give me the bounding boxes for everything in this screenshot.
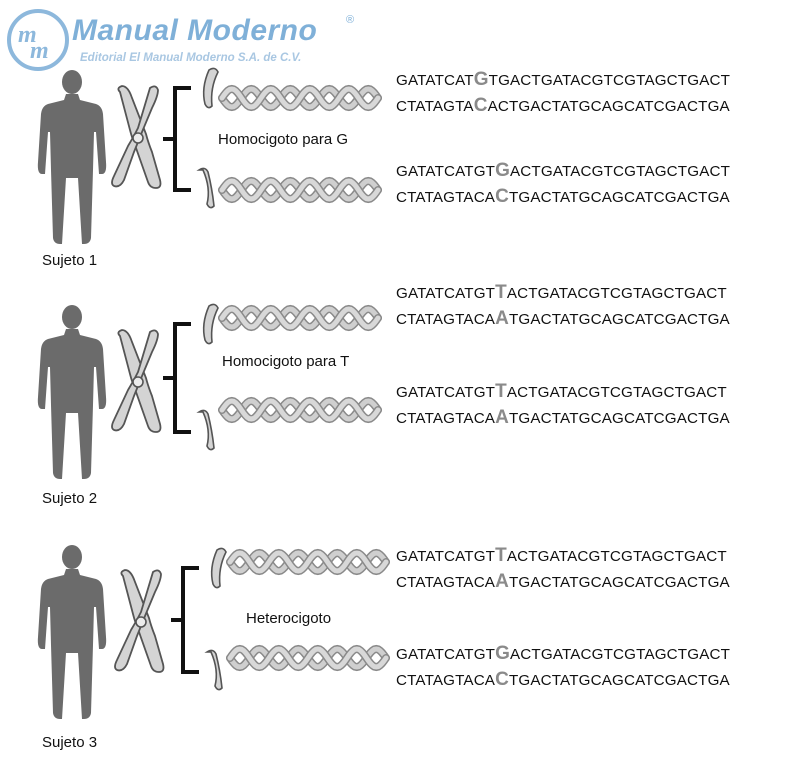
dna-helix-icon bbox=[226, 644, 390, 672]
sequence-2-2-bottom: CTATAGTACAATGACTATGCAGCATCGACTGA bbox=[396, 407, 730, 428]
chromosome-icon bbox=[111, 85, 162, 189]
sequence-3-2-top: GATATCATGTGACTGATACGTCGTAGCTGACT bbox=[396, 643, 731, 664]
sequence-3-1-bottom: CTATAGTACAATGACTATGCAGCATCGACTGA bbox=[396, 571, 730, 592]
snp-letter: G bbox=[473, 69, 489, 90]
genotype-label-3: Heterocigoto bbox=[246, 610, 332, 627]
genotype-label-2: Homocigoto para T bbox=[222, 353, 350, 370]
sequence-2-1-top: GATATCATGTTACTGATACGTCGTAGCTGACT bbox=[396, 282, 727, 303]
chromatid-icon bbox=[196, 167, 215, 209]
chromosome-icon bbox=[114, 569, 165, 673]
svg-text:m: m bbox=[30, 38, 49, 64]
snp-letter: A bbox=[495, 308, 509, 329]
snp-letter: T bbox=[495, 282, 507, 303]
snp-letter: C bbox=[473, 95, 488, 116]
snp-letter: A bbox=[495, 571, 509, 592]
genotype-label-1: Homocigoto para G bbox=[218, 131, 349, 148]
svg-text:m: m bbox=[18, 22, 37, 48]
snp-letter: C bbox=[495, 186, 509, 207]
snp-letter: C bbox=[495, 669, 509, 690]
sequence-1-1-top: GATATCATGTGACTGATACGTCGTAGCTGACT bbox=[396, 69, 731, 90]
logo-subtitle: Editorial El Manual Moderno S.A. de C.V. bbox=[80, 52, 302, 64]
sequence-3-2-bottom: CTATAGTACACTGACTATGCAGCATCGACTGA bbox=[396, 669, 730, 690]
human-silhouette-icon bbox=[37, 305, 107, 479]
chromosome-icon bbox=[111, 329, 162, 433]
snp-letter: A bbox=[495, 407, 509, 428]
sequence-1-1-bottom: CTATAGTACACTGACTATGCAGCATCGACTGA bbox=[396, 95, 730, 116]
dna-helix-icon bbox=[218, 84, 382, 112]
snp-letter: G bbox=[495, 643, 511, 664]
chromatid-icon bbox=[202, 303, 219, 345]
human-silhouette-icon bbox=[37, 545, 107, 719]
bracket bbox=[163, 322, 191, 434]
dna-helix-icon bbox=[218, 396, 382, 424]
logo-title: Manual Moderno bbox=[72, 14, 318, 47]
chromatid-icon bbox=[202, 67, 219, 109]
sequence-3-1-top: GATATCATGTTACTGATACGTCGTAGCTGACT bbox=[396, 545, 727, 566]
dna-helix-icon bbox=[226, 548, 390, 576]
chromatid-icon bbox=[196, 409, 215, 451]
snp-letter: G bbox=[495, 160, 511, 181]
sequence-1-2-bottom: CTATAGTACACTGACTATGCAGCATCGACTGA bbox=[396, 186, 730, 207]
publisher-logo: m m bbox=[6, 8, 366, 72]
chromatid-icon bbox=[210, 547, 227, 589]
dna-helix-icon bbox=[218, 176, 382, 204]
dna-helix-icon bbox=[218, 304, 382, 332]
sequence-1-2-top: GATATCATGTGACTGATACGTCGTAGCTGACT bbox=[396, 160, 731, 181]
snp-letter: T bbox=[495, 545, 507, 566]
sequence-2-1-bottom: CTATAGTACAATGACTATGCAGCATCGACTGA bbox=[396, 308, 730, 329]
mm-logo-icon: m m bbox=[7, 9, 69, 71]
subject-label-2: Sujeto 2 bbox=[42, 490, 98, 507]
chromatid-icon bbox=[204, 649, 223, 691]
logo-registered-mark: ® bbox=[346, 14, 355, 26]
bracket bbox=[171, 566, 199, 674]
human-silhouette-icon bbox=[37, 70, 107, 244]
snp-letter: T bbox=[495, 381, 507, 402]
subject-label-3: Sujeto 3 bbox=[42, 734, 98, 751]
bracket bbox=[163, 86, 191, 192]
sequence-2-2-top: GATATCATGTTACTGATACGTCGTAGCTGACT bbox=[396, 381, 727, 402]
subject-label-1: Sujeto 1 bbox=[42, 252, 98, 269]
